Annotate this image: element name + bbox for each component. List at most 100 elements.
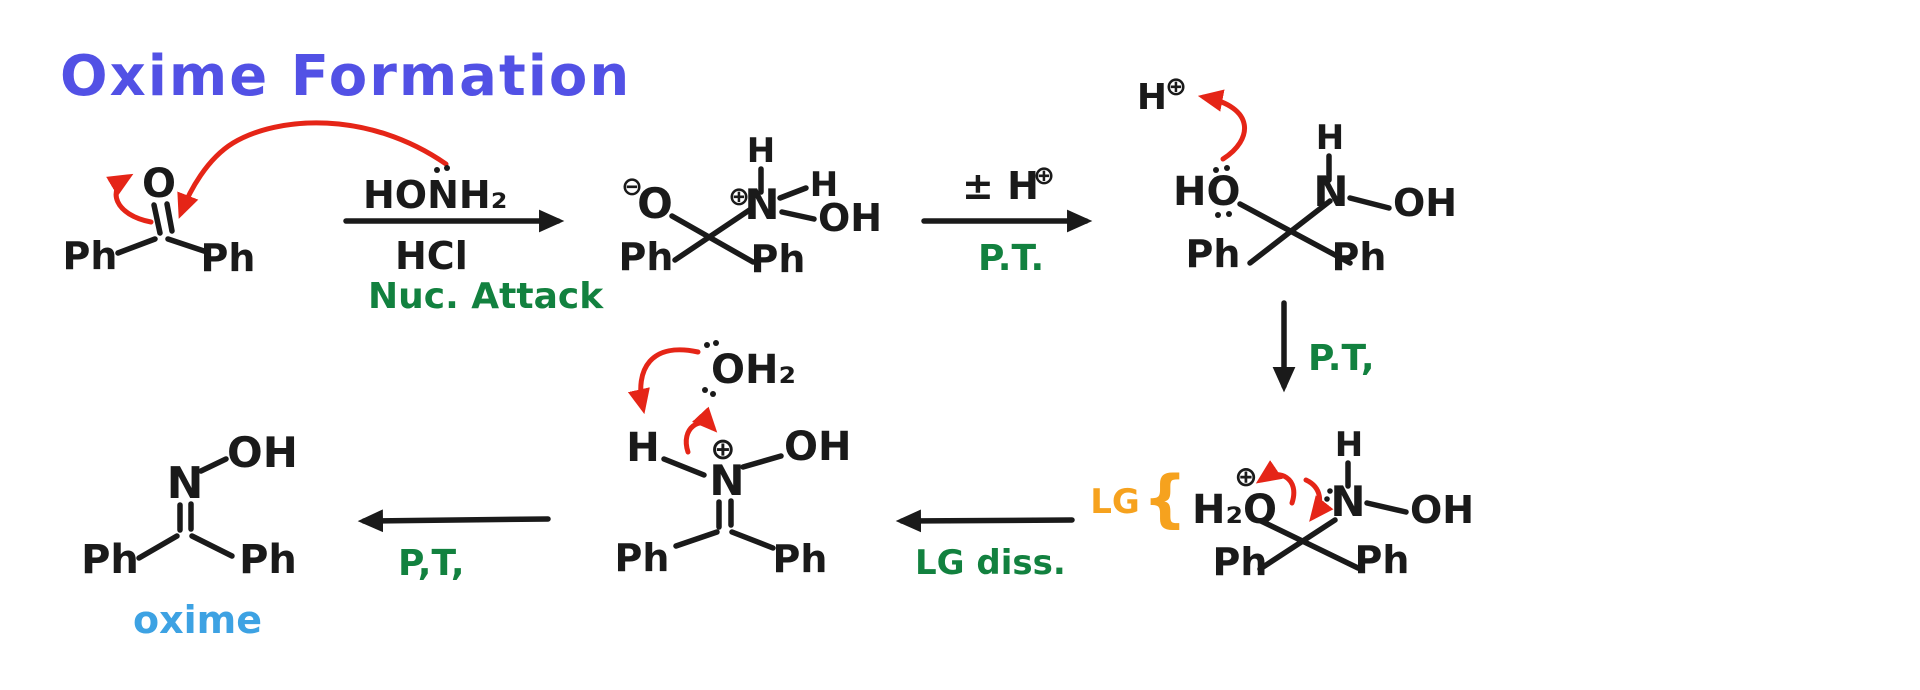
- product-caption: oxime: [133, 598, 262, 642]
- phenyl-label: Ph: [773, 537, 828, 581]
- bond-n-c-phleft: [1257, 517, 1338, 572]
- bond-n-oh: [1347, 195, 1392, 211]
- phenyl-label: Ph: [81, 537, 139, 583]
- bond-o-c-phright: [669, 213, 756, 265]
- hydrogen-label: H: [747, 131, 775, 171]
- reaction-arrow-left: [357, 509, 551, 533]
- carbonyl-double-bond-line: [151, 202, 163, 236]
- lone-pair-dot: [434, 167, 440, 173]
- nitrogen-label: N: [167, 458, 204, 509]
- plus-charge: ⊕: [1033, 161, 1055, 191]
- water-h2o-label: H₂O: [1192, 487, 1277, 533]
- reaction-step-4: LG diss.: [895, 509, 1075, 583]
- hydroxyl-label: OH: [818, 196, 882, 240]
- leaving-group-brace: {: [1143, 462, 1187, 535]
- phenyl-label: Ph: [239, 537, 297, 583]
- bond-n-oh: [779, 209, 817, 222]
- molecule-oxime-product: OH N Ph Ph oxime: [81, 428, 298, 642]
- molecule-oxocarbenium-precursor: LG { H₂O ⊕ N H OH Ph Ph: [1090, 425, 1474, 584]
- molecule-benzophenone: O Ph Ph: [63, 161, 256, 280]
- curved-arrow-n-lonepair-to-carbon: [1303, 477, 1334, 522]
- plus-charge: ⊕: [710, 432, 735, 467]
- lone-pair-dot: [1324, 496, 1330, 502]
- bond-c-ph-right: [189, 533, 235, 559]
- phenyl-label: Ph: [1186, 232, 1241, 276]
- reagent-hydroxylamine: HONH₂: [363, 173, 507, 217]
- hydroxyl-label: OH: [784, 424, 851, 470]
- bond-n-oh: [740, 453, 784, 470]
- phenyl-label: Ph: [1355, 538, 1410, 582]
- molecule-aminol: H ⊕ HO N H OH Ph Ph: [1137, 72, 1457, 279]
- bond-c-ph-left: [115, 236, 158, 256]
- hydrogen-label: H: [626, 425, 659, 471]
- step-annotation-lg-diss: LG diss.: [915, 543, 1066, 583]
- lone-pair-dot: [710, 391, 716, 397]
- hydrogen-label: H: [810, 165, 838, 205]
- page-title: Oxime Formation: [60, 44, 631, 109]
- step-annotation-pt: P.T.: [978, 238, 1044, 279]
- proton-label: H: [1137, 77, 1167, 118]
- curved-arrow-water-to-proton: [627, 347, 701, 415]
- lone-pair-dot: [1327, 488, 1333, 494]
- curved-arrow-nh-bond-to-nitrogen: [683, 406, 718, 455]
- bond-n-c-phleft: [1247, 198, 1333, 266]
- bond-c-ph-right: [729, 529, 776, 551]
- phenyl-label: Ph: [201, 236, 256, 280]
- hydrogen-label: H: [1316, 118, 1344, 158]
- bond-h-n: [661, 456, 707, 478]
- reaction-step-3: P.T,: [1272, 300, 1375, 393]
- hydroxyl-label: OH: [227, 428, 298, 477]
- phenyl-label: Ph: [615, 536, 670, 580]
- plus-charge: ⊕: [1234, 460, 1257, 493]
- bond-c-ph-right: [165, 236, 210, 255]
- reaction-step-2: ± H ⊕ P.T.: [921, 161, 1093, 279]
- hydroxyl-label: OH: [1410, 488, 1474, 532]
- lone-pair-dot: [1224, 165, 1230, 171]
- curved-arrow-co-bond-to-oxygen: [1255, 460, 1297, 506]
- curved-arrow-pi-to-oxygen: [106, 173, 154, 225]
- phenyl-label: Ph: [63, 234, 118, 278]
- phenyl-label: Ph: [1213, 540, 1268, 584]
- bond-n-oh: [198, 456, 229, 474]
- lone-pair-dot: [444, 165, 450, 171]
- bond-c-ph-left: [136, 533, 180, 561]
- lone-pair-dot: [713, 340, 719, 346]
- hydroxyl-ho-label: HO: [1173, 169, 1240, 215]
- bond-n-c-phleft: [672, 206, 754, 263]
- water-label: OH₂: [711, 347, 796, 393]
- curved-arrow-deprotonation: [1197, 89, 1247, 162]
- step-annotation-pt: P,T,: [398, 543, 465, 584]
- bond-o-c-phright: [1237, 201, 1353, 266]
- molecule-iminium-water: OH₂ H ⊕ N OH Ph Ph: [615, 340, 851, 581]
- reaction-step-1: HONH₂ HCl Nuc. Attack: [343, 165, 604, 317]
- leaving-group-label: LG: [1090, 482, 1140, 522]
- hydroxyl-label: OH: [1393, 181, 1457, 225]
- curved-arrow-nucleophilic-attack: [177, 120, 449, 219]
- plus-charge: ⊕: [1165, 72, 1187, 102]
- step-annotation-nuc-attack: Nuc. Attack: [368, 276, 604, 317]
- step-annotation-pt: P.T,: [1308, 338, 1375, 379]
- reagent-proton: ± H: [962, 164, 1039, 208]
- oxygen-label: O: [142, 161, 176, 207]
- bond-o-c-phright: [1258, 518, 1361, 571]
- oxygen-label: O: [637, 179, 673, 228]
- reaction-arrow-left: [895, 509, 1075, 533]
- molecule-tetrahedral-zwitterion: ⊖ O ⊕ N H H OH Ph Ph: [619, 131, 883, 281]
- lone-pair-dot: [704, 342, 710, 348]
- bond-c-ph-left: [673, 529, 720, 549]
- phenyl-label: Ph: [1332, 235, 1387, 279]
- bond-n-oh: [1364, 500, 1409, 515]
- reagent-hcl: HCl: [395, 234, 468, 278]
- minus-charge: ⊖: [621, 172, 643, 202]
- reaction-step-5: P,T,: [357, 509, 551, 584]
- phenyl-label: Ph: [751, 237, 806, 281]
- bond-n-h: [777, 185, 809, 201]
- lone-pair-dot: [1226, 211, 1232, 217]
- lone-pair-dot: [1215, 212, 1221, 218]
- nitrogen-label: N: [709, 456, 744, 505]
- lone-pair-dot: [702, 387, 708, 393]
- plus-charge: ⊕: [728, 182, 750, 212]
- carbonyl-double-bond-line: [164, 201, 175, 234]
